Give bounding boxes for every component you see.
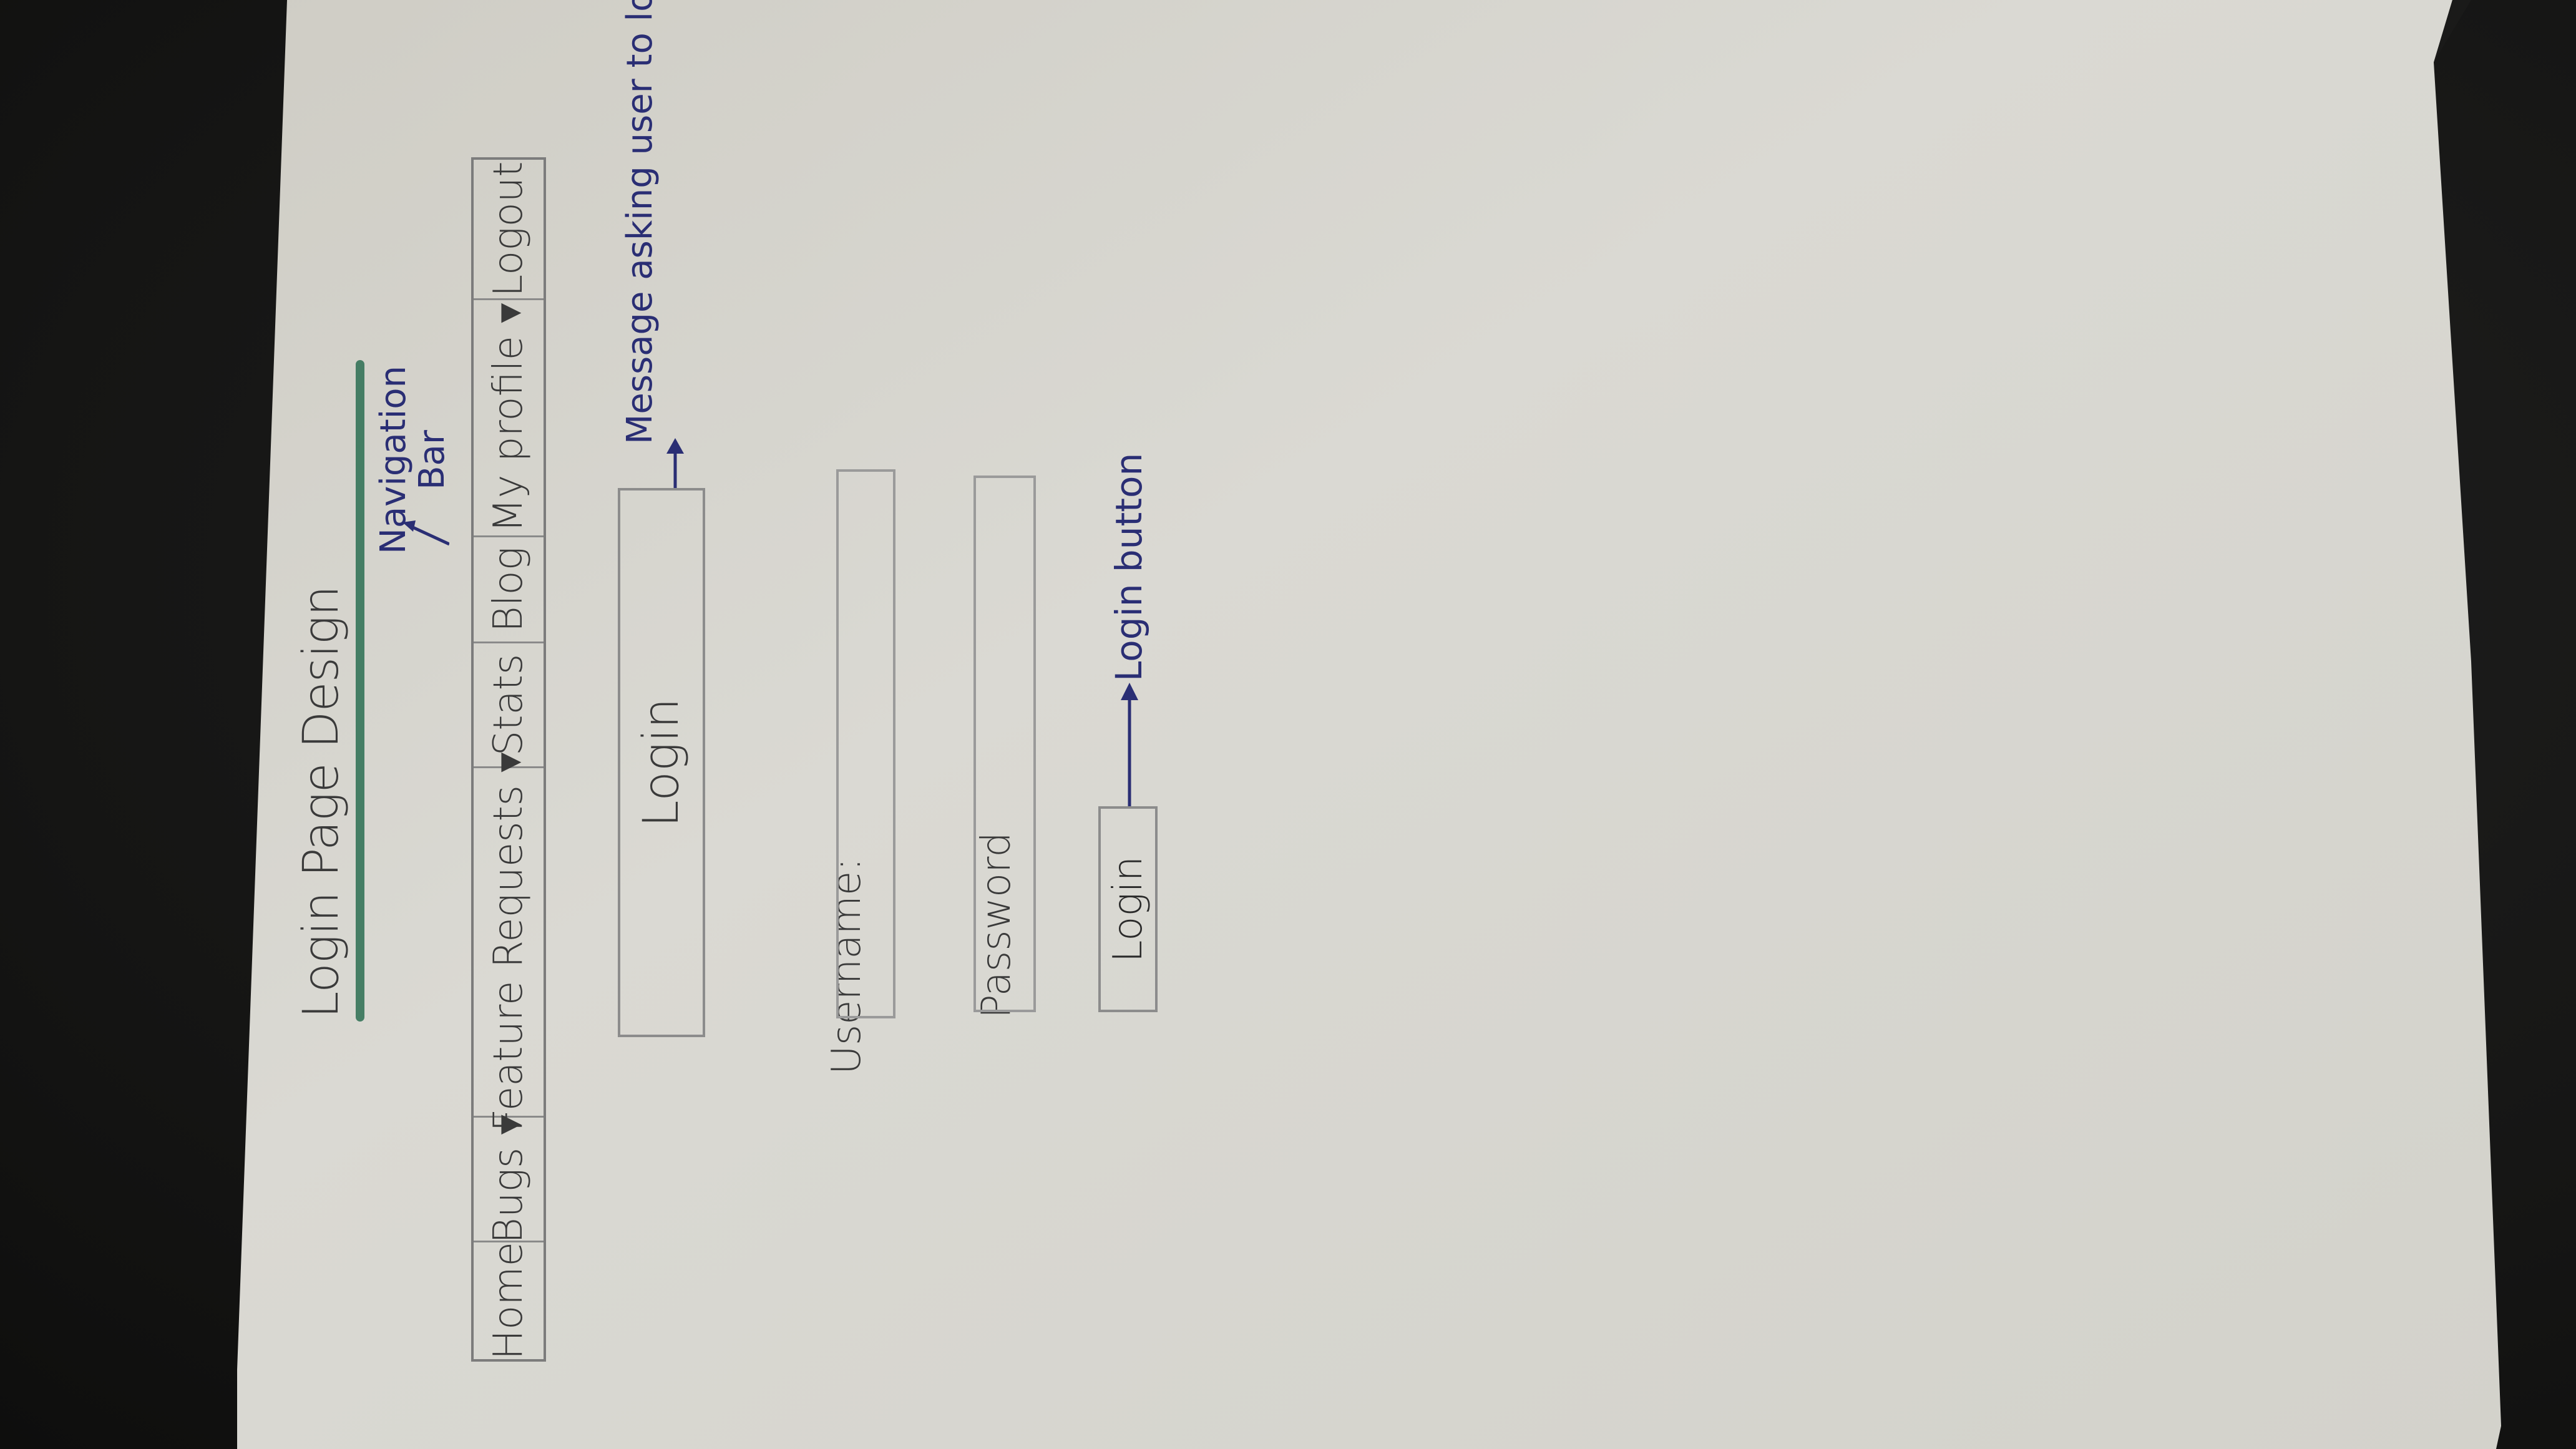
button-annotation: Login button	[1108, 452, 1150, 681]
title-highlight	[356, 360, 364, 1022]
page-title: Login Page Design	[293, 585, 349, 1018]
message-arrow-icon	[666, 438, 684, 488]
nav-item-feature-requests[interactable]: Feature Requests ▾	[474, 753, 544, 1131]
login-message-box: Login	[618, 488, 705, 1037]
nav-item-logout[interactable]: Logout	[485, 161, 532, 297]
nav-item-my-profile[interactable]: My profile ▾	[474, 298, 544, 535]
nav-item-stats[interactable]: Stats	[474, 642, 544, 766]
username-input[interactable]	[836, 469, 895, 1018]
nav-item-bugs[interactable]: Bugs ▾	[474, 1115, 544, 1244]
button-arrow-icon	[1121, 683, 1138, 806]
navigation-bar: Home Bugs ▾ Feature Requests ▾ Stats Blo…	[471, 157, 546, 1362]
password-input[interactable]	[973, 476, 1036, 1012]
nav-item-home[interactable]: Home	[474, 1241, 544, 1360]
message-annotation: Message asking user to login	[620, 0, 660, 444]
nav-item-blog[interactable]: Blog	[474, 535, 544, 642]
login-button[interactable]: Login	[1098, 806, 1158, 1012]
navbar-arrow-icon	[402, 520, 449, 546]
